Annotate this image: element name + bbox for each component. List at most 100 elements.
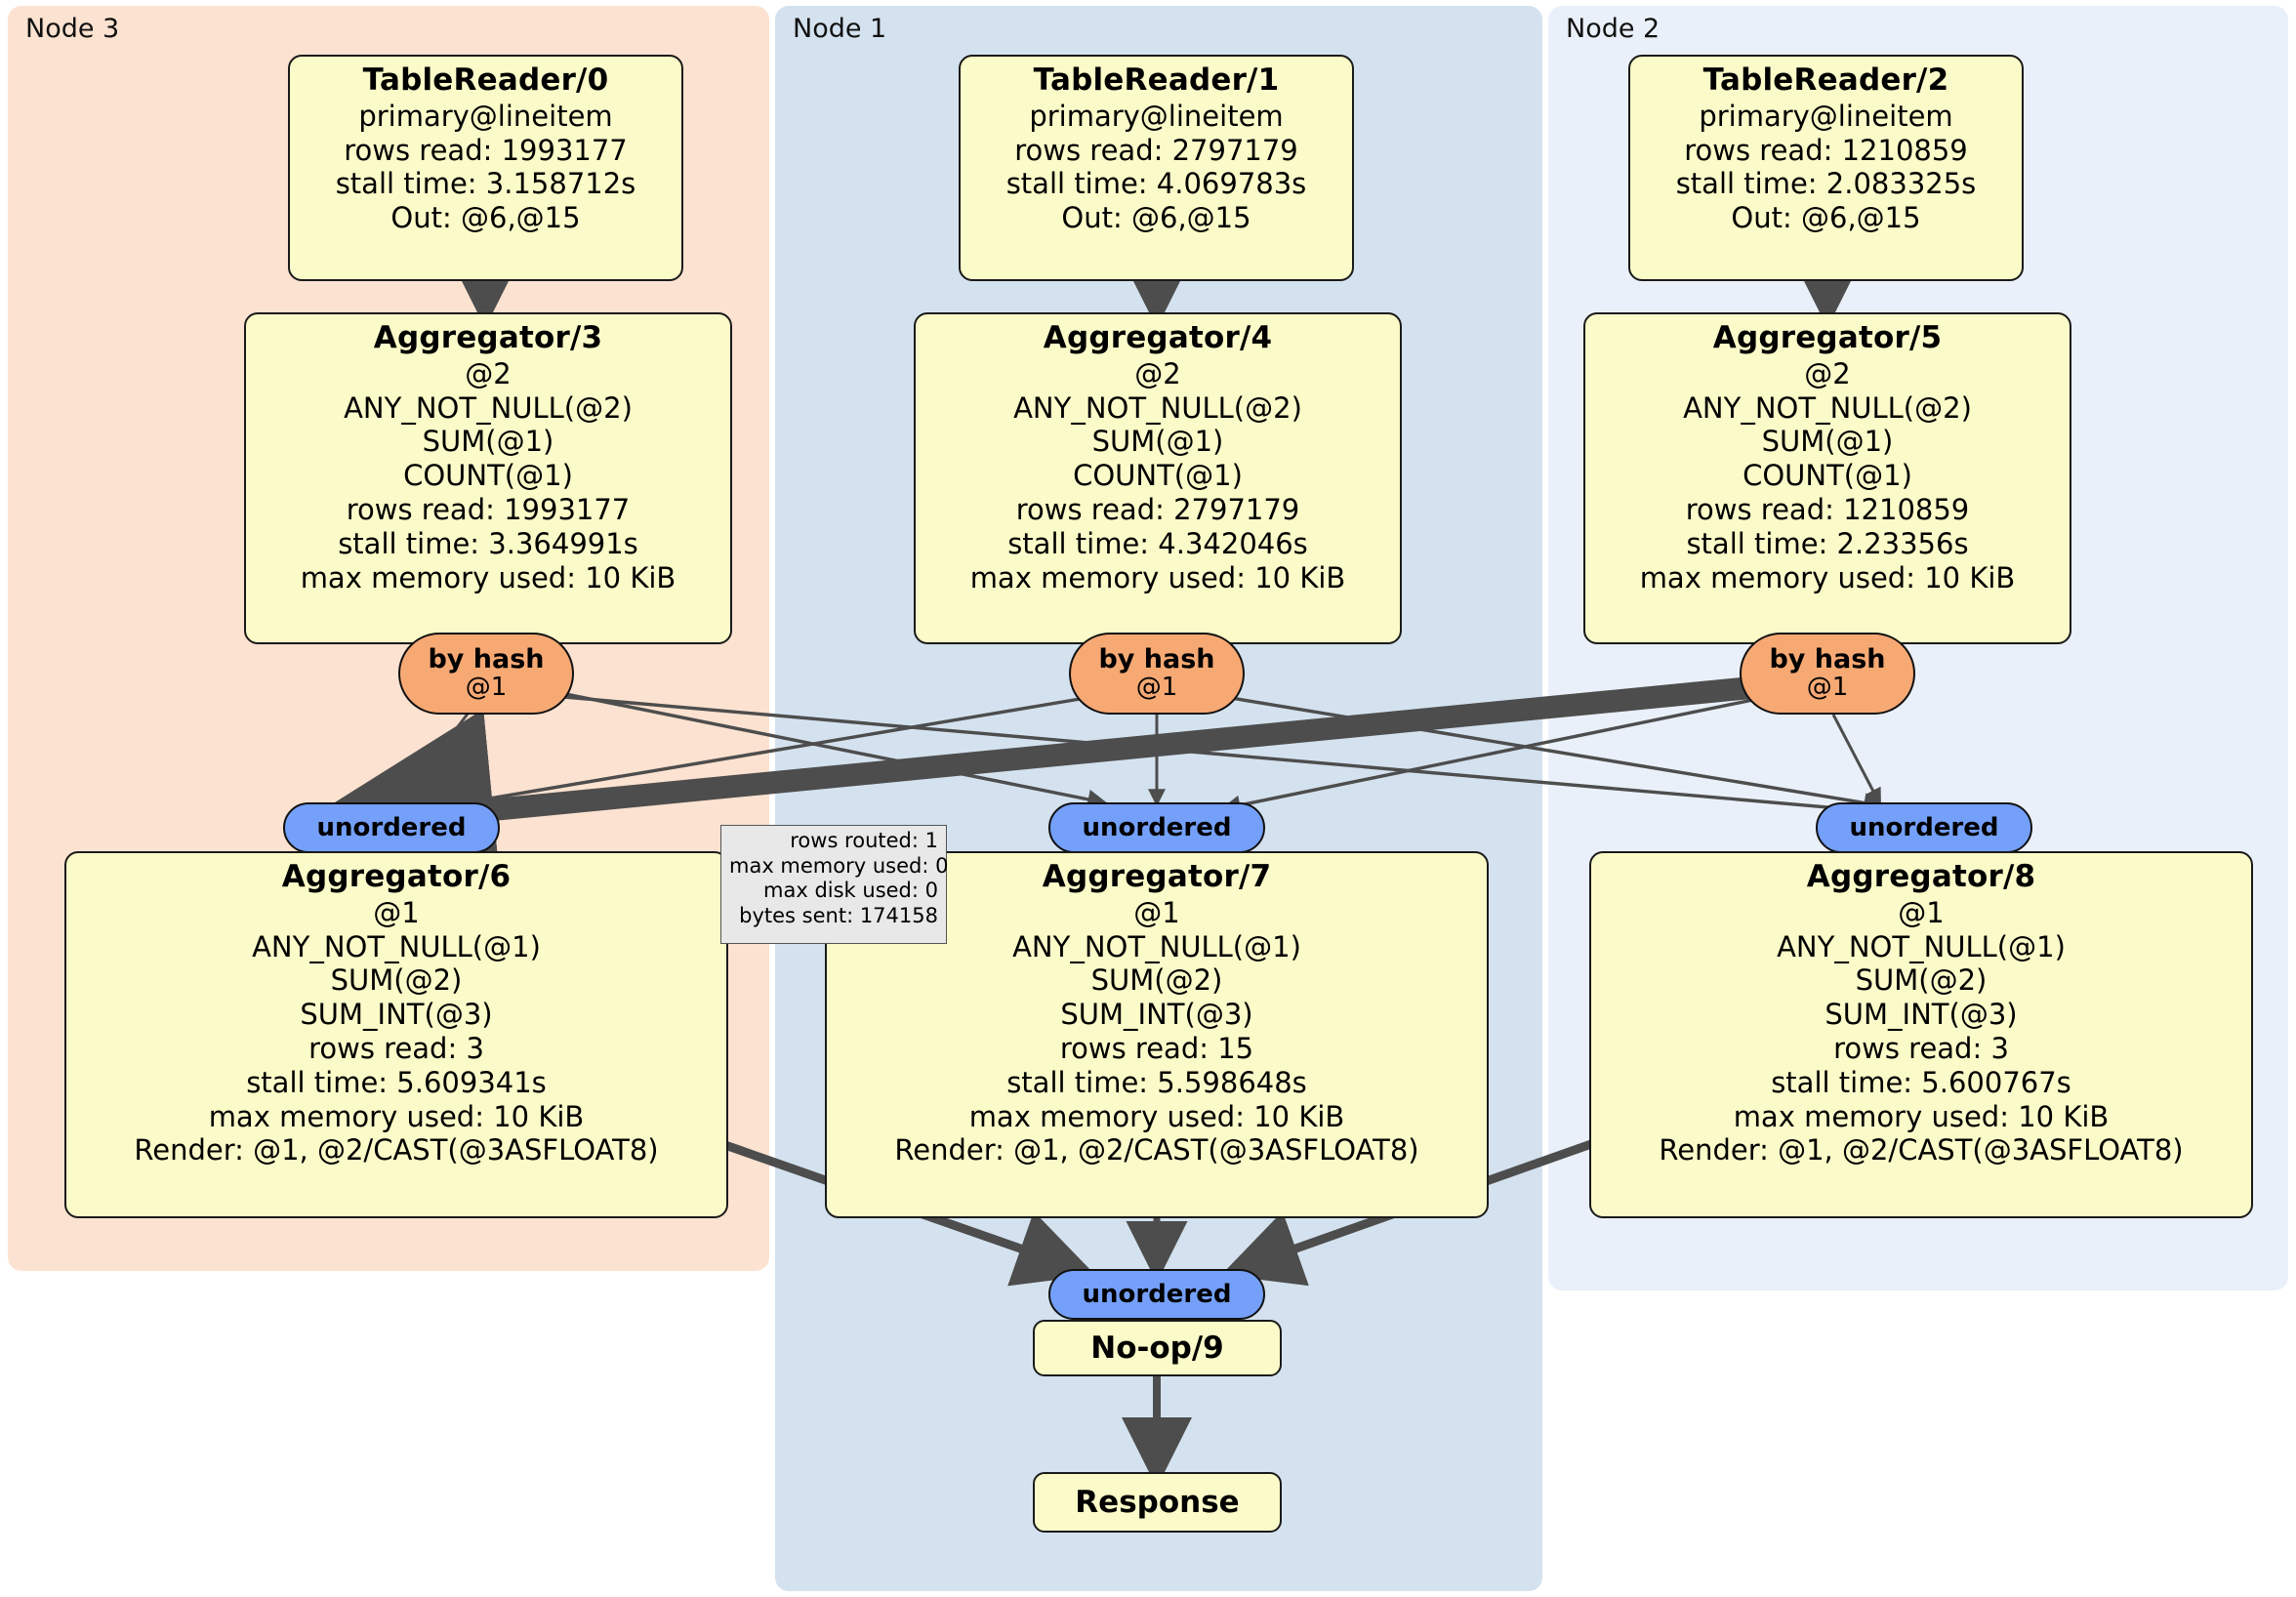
router-by-hash-node-1[interactable]: by hash @1 (1069, 633, 1245, 715)
aggregator-7-title: Aggregator/7 (1042, 859, 1272, 894)
receiver-unordered-final[interactable]: unordered (1048, 1269, 1265, 1320)
table-reader-2-line-0: primary@lineitem (1699, 99, 1953, 133)
aggregator-5-line-4: rows read: 1210859 (1685, 493, 1970, 526)
aggregator-7-line-6: max memory used: 10 KiB (968, 1099, 1345, 1133)
response-node[interactable]: Response (1033, 1472, 1282, 1533)
aggregator-8-line-4: rows read: 3 (1833, 1032, 2009, 1065)
cluster-label-node-3: Node 3 (25, 14, 120, 44)
aggregator-7-line-1: ANY_NOT_NULL(@1) (1012, 929, 1301, 963)
aggregator-6-line-7: Render: @1, @2/CAST(@3ASFLOAT8) (134, 1133, 659, 1167)
table-reader-1-line-3: Out: @6,@15 (1061, 201, 1251, 235)
table-reader-0-line-3: Out: @6,@15 (390, 201, 581, 235)
table-reader-2-line-3: Out: @6,@15 (1731, 201, 1921, 235)
table-reader-2-title: TableReader/2 (1702, 62, 1949, 98)
table-reader-2-node[interactable]: TableReader/2 primary@lineitem rows read… (1628, 55, 2024, 281)
receiver-unordered-node-1-label: unordered (1082, 813, 1232, 842)
table-reader-1-title: TableReader/1 (1033, 62, 1280, 98)
aggregator-7-node[interactable]: Aggregator/7 @1 ANY_NOT_NULL(@1) SUM(@2)… (825, 851, 1489, 1218)
router-by-hash-node-3-sublabel: @1 (465, 672, 508, 702)
aggregator-6-title: Aggregator/6 (281, 859, 512, 894)
aggregator-3-line-2: SUM(@1) (422, 425, 554, 459)
aggregator-4-line-4: rows read: 2797179 (1015, 493, 1300, 526)
aggregator-3-node[interactable]: Aggregator/3 @2 ANY_NOT_NULL(@2) SUM(@1)… (244, 312, 732, 644)
aggregator-8-node[interactable]: Aggregator/8 @1 ANY_NOT_NULL(@1) SUM(@2)… (1589, 851, 2253, 1218)
router-by-hash-node-1-sublabel: @1 (1135, 672, 1178, 702)
table-reader-1-line-1: rows read: 2797179 (1014, 133, 1298, 167)
table-reader-1-line-0: primary@lineitem (1029, 99, 1284, 133)
aggregator-5-title: Aggregator/5 (1712, 320, 1943, 355)
aggregator-4-node[interactable]: Aggregator/4 @2 ANY_NOT_NULL(@2) SUM(@1)… (914, 312, 1402, 644)
aggregator-5-node[interactable]: Aggregator/5 @2 ANY_NOT_NULL(@2) SUM(@1)… (1583, 312, 2071, 644)
router-by-hash-node-3[interactable]: by hash @1 (398, 633, 574, 715)
aggregator-4-line-0: @2 (1134, 356, 1181, 390)
table-reader-2-line-2: stall time: 2.083325s (1675, 167, 1977, 201)
aggregator-8-line-7: Render: @1, @2/CAST(@3ASFLOAT8) (1659, 1133, 2184, 1167)
edge-stats-box: rows routed: 1 max memory used: 0 max di… (720, 825, 948, 944)
aggregator-5-line-5: stall time: 2.23356s (1686, 526, 1969, 560)
aggregator-3-title: Aggregator/3 (373, 320, 603, 355)
aggregator-6-line-0: @1 (373, 895, 420, 929)
aggregator-8-line-2: SUM(@2) (1855, 963, 1988, 998)
aggregator-4-line-3: COUNT(@1) (1073, 459, 1243, 493)
cluster-label-node-1: Node 1 (793, 14, 887, 44)
table-reader-1-node[interactable]: TableReader/1 primary@lineitem rows read… (959, 55, 1354, 281)
aggregator-4-line-2: SUM(@1) (1091, 425, 1224, 459)
aggregator-5-line-1: ANY_NOT_NULL(@2) (1683, 390, 1972, 425)
receiver-unordered-node-2-label: unordered (1849, 813, 1999, 842)
edge-stats-line-2: max disk used: 0 (763, 879, 938, 903)
aggregator-5-line-2: SUM(@1) (1761, 425, 1894, 459)
aggregator-6-line-1: ANY_NOT_NULL(@1) (252, 929, 541, 963)
router-by-hash-node-3-label: by hash (428, 644, 545, 676)
aggregator-8-line-3: SUM_INT(@3) (1824, 998, 2018, 1032)
aggregator-4-line-1: ANY_NOT_NULL(@2) (1013, 390, 1302, 425)
table-reader-0-node[interactable]: TableReader/0 primary@lineitem rows read… (288, 55, 683, 281)
aggregator-7-line-2: SUM(@2) (1090, 963, 1223, 998)
router-by-hash-node-2-label: by hash (1769, 644, 1886, 676)
aggregator-8-title: Aggregator/8 (1806, 859, 2036, 894)
table-reader-0-line-1: rows read: 1993177 (344, 133, 628, 167)
aggregator-3-line-6: max memory used: 10 KiB (300, 560, 676, 594)
edge-stats-line-3: bytes sent: 174158 (739, 903, 938, 927)
aggregator-7-line-0: @1 (1133, 895, 1180, 929)
aggregator-7-line-5: stall time: 5.598648s (1006, 1065, 1307, 1099)
aggregator-5-line-3: COUNT(@1) (1742, 459, 1912, 493)
aggregator-8-line-1: ANY_NOT_NULL(@1) (1777, 929, 2066, 963)
aggregator-5-line-6: max memory used: 10 KiB (1639, 560, 2016, 594)
aggregator-6-line-2: SUM(@2) (330, 963, 463, 998)
aggregator-7-line-3: SUM_INT(@3) (1060, 998, 1253, 1032)
aggregator-3-line-1: ANY_NOT_NULL(@2) (344, 390, 633, 425)
aggregator-8-line-5: stall time: 5.600767s (1771, 1065, 2071, 1099)
aggregator-7-line-7: Render: @1, @2/CAST(@3ASFLOAT8) (894, 1133, 1419, 1167)
aggregator-3-line-5: stall time: 3.364991s (338, 526, 638, 560)
receiver-unordered-node-2[interactable]: unordered (1816, 802, 2032, 853)
aggregator-3-line-0: @2 (465, 356, 512, 390)
cluster-label-node-2: Node 2 (1566, 14, 1660, 44)
aggregator-8-line-6: max memory used: 10 KiB (1733, 1099, 2110, 1133)
aggregator-6-node[interactable]: Aggregator/6 @1 ANY_NOT_NULL(@1) SUM(@2)… (64, 851, 728, 1218)
table-reader-2-line-1: rows read: 1210859 (1684, 133, 1968, 167)
table-reader-0-title: TableReader/0 (362, 62, 609, 98)
table-reader-0-line-2: stall time: 3.158712s (335, 167, 636, 201)
aggregator-4-line-5: stall time: 4.342046s (1007, 526, 1308, 560)
router-by-hash-node-2-sublabel: @1 (1806, 672, 1849, 702)
edge-stats-line-0: rows routed: 1 (790, 829, 938, 852)
table-reader-1-line-2: stall time: 4.069783s (1005, 167, 1307, 201)
router-by-hash-node-1-label: by hash (1098, 644, 1215, 676)
receiver-unordered-node-3[interactable]: unordered (283, 802, 500, 853)
aggregator-6-line-3: SUM_INT(@3) (300, 998, 493, 1032)
aggregator-3-line-4: rows read: 1993177 (346, 493, 631, 526)
receiver-unordered-node-1[interactable]: unordered (1048, 802, 1265, 853)
receiver-unordered-node-3-label: unordered (316, 813, 467, 842)
no-op-9-node[interactable]: No-op/9 (1033, 1320, 1282, 1376)
aggregator-6-line-4: rows read: 3 (308, 1032, 484, 1065)
aggregator-7-line-4: rows read: 15 (1059, 1032, 1254, 1065)
aggregator-8-line-0: @1 (1898, 895, 1945, 929)
aggregator-4-title: Aggregator/4 (1043, 320, 1273, 355)
aggregator-5-line-0: @2 (1804, 356, 1851, 390)
aggregator-6-line-5: stall time: 5.609341s (246, 1065, 547, 1099)
receiver-unordered-final-label: unordered (1082, 1280, 1232, 1309)
table-reader-0-line-0: primary@lineitem (358, 99, 613, 133)
aggregator-6-line-6: max memory used: 10 KiB (208, 1099, 585, 1133)
router-by-hash-node-2[interactable]: by hash @1 (1740, 633, 1915, 715)
